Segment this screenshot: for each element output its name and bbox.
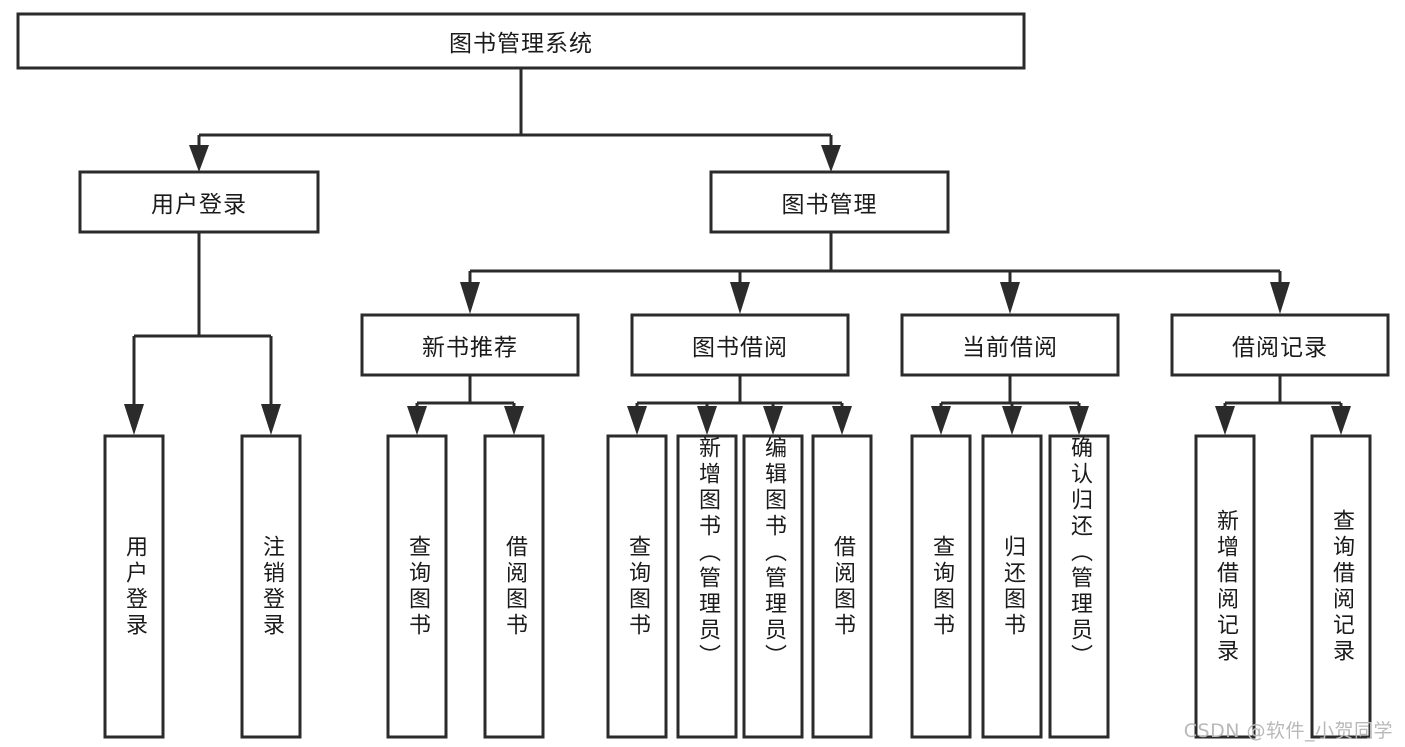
arrow-head-leaf-user-login — [124, 404, 144, 435]
node-box-book-borrow[interactable] — [630, 313, 850, 377]
arrow-head-leaf-query-book-2 — [627, 406, 647, 435]
node-box-book-management[interactable] — [709, 170, 950, 234]
node-box-leaf-query-book-1[interactable] — [386, 434, 448, 739]
node-box-leaf-edit-book[interactable] — [742, 434, 804, 739]
arrow-head-leaf-add-borrow-record — [1215, 406, 1235, 435]
node-box-borrow-record[interactable] — [1170, 313, 1390, 377]
connector-group-current-borrow — [931, 375, 1089, 435]
connector-group-user-login — [124, 232, 281, 435]
node-box-leaf-query-book-2[interactable] — [606, 434, 668, 739]
arrow-head-leaf-query-book-3 — [931, 406, 951, 435]
node-box-leaf-return-book[interactable] — [981, 434, 1043, 739]
node-box-leaf-borrow-book-1[interactable] — [483, 434, 545, 739]
node-box-new-book-recommend[interactable] — [360, 313, 580, 377]
arrow-head-borrow-record — [1270, 282, 1290, 314]
arrow-head-leaf-confirm-return — [1069, 406, 1089, 435]
node-box-leaf-user-login[interactable] — [103, 434, 165, 739]
node-box-leaf-borrow-book-2[interactable] — [811, 434, 873, 739]
node-box-leaf-confirm-return[interactable] — [1048, 434, 1110, 739]
arrow-head-new-book-recommend — [460, 282, 480, 314]
arrow-head-leaf-query-book-1 — [407, 406, 427, 435]
arrow-head-user-login — [189, 145, 209, 172]
node-box-current-borrow[interactable] — [900, 313, 1120, 377]
arrow-head-leaf-query-borrow-record — [1331, 406, 1351, 435]
arrow-head-leaf-return-book — [1002, 406, 1022, 435]
connector-group-book-borrow — [627, 375, 852, 435]
connector-group-new-book-recommend — [407, 375, 524, 435]
node-box-leaf-query-borrow-record[interactable] — [1310, 434, 1372, 739]
connector-group-book-management — [460, 232, 1290, 314]
node-box-leaf-add-borrow-record[interactable] — [1194, 434, 1256, 739]
node-box-leaf-query-book-3[interactable] — [910, 434, 972, 739]
arrow-head-leaf-add-book — [697, 406, 717, 435]
arrow-head-book-management — [821, 145, 841, 172]
node-box-root[interactable] — [16, 12, 1026, 70]
connector-group-borrow-record — [1215, 375, 1351, 435]
arrow-head-leaf-borrow-book-1 — [504, 406, 524, 435]
arrow-head-book-borrow — [730, 282, 750, 314]
node-box-leaf-add-book[interactable] — [676, 434, 738, 739]
connector-group-root — [189, 68, 841, 172]
node-box-user-login[interactable] — [78, 170, 320, 234]
arrow-head-leaf-logout-login — [261, 404, 281, 435]
arrow-head-current-borrow — [1000, 282, 1020, 314]
arrow-head-leaf-borrow-book-2 — [832, 406, 852, 435]
arrow-head-leaf-edit-book — [763, 406, 783, 435]
node-box-leaf-logout-login[interactable] — [240, 434, 302, 739]
